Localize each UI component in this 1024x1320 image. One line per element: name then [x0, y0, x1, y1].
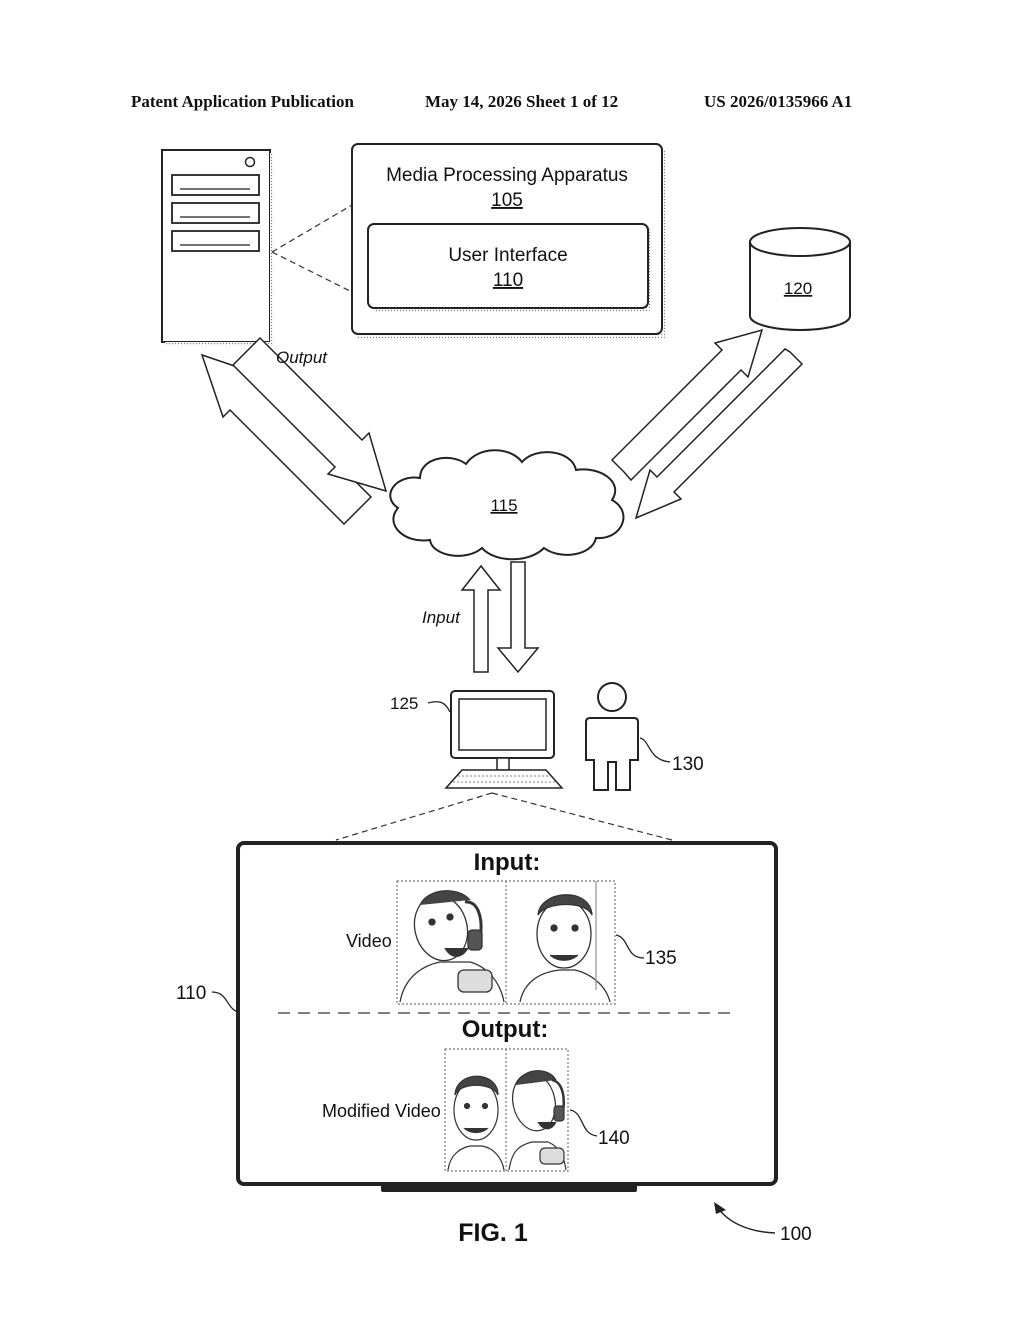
header-pub-number: US 2026/0135966 A1	[704, 92, 852, 111]
computer-icon	[446, 691, 562, 788]
video-ref: 135	[645, 948, 677, 969]
display-callout-left	[336, 793, 492, 840]
computer-ref-leader	[428, 702, 450, 712]
display-ref: 110	[176, 983, 206, 1004]
modified-frame-1-person	[448, 1076, 504, 1170]
database-ref: 120	[784, 279, 812, 298]
input-heading: Input:	[474, 849, 541, 876]
callout-line-lower	[272, 252, 352, 292]
server-icon	[162, 150, 274, 346]
output-heading: Output:	[462, 1016, 549, 1043]
database-icon: 120	[750, 228, 850, 330]
computer-cloud-arrows	[462, 562, 538, 672]
figure-ref-arrow	[714, 1202, 775, 1233]
figure-label: FIG. 1	[458, 1219, 528, 1247]
user-interface-ref: 110	[493, 270, 523, 291]
modified-video-ref: 140	[598, 1128, 630, 1149]
user-ref: 130	[672, 754, 704, 775]
user-interface-title: User Interface	[448, 245, 567, 266]
input-video-frames	[397, 881, 615, 1004]
video-label: Video	[346, 931, 392, 951]
input-arrow-label: Input	[422, 608, 461, 627]
computer-ref: 125	[390, 694, 418, 713]
cloud-ref: 115	[490, 496, 517, 515]
header-publication: Patent Application Publication	[131, 92, 354, 111]
display-callout-right	[492, 793, 672, 840]
arrow-up-input	[462, 566, 500, 672]
apparatus-title: Media Processing Apparatus	[386, 165, 628, 186]
user-person-icon	[586, 683, 638, 790]
apparatus-ref: 105	[491, 190, 523, 211]
output-arrow-label: Output	[276, 348, 328, 367]
modified-video-frames	[445, 1049, 568, 1171]
database-cloud-arrows	[612, 330, 802, 518]
user-ref-leader	[640, 738, 670, 762]
display-ref-leader	[212, 992, 238, 1012]
arrow-down-output	[498, 562, 538, 672]
cloud-network-icon: 115	[390, 450, 623, 559]
media-processing-apparatus-box: Media Processing Apparatus 105 User Inte…	[352, 144, 666, 340]
header-date-sheet: May 14, 2026 Sheet 1 of 12	[425, 92, 618, 111]
modified-video-label: Modified Video	[322, 1101, 441, 1121]
figure-ref: 100	[780, 1224, 812, 1245]
callout-line-upper	[272, 205, 352, 252]
